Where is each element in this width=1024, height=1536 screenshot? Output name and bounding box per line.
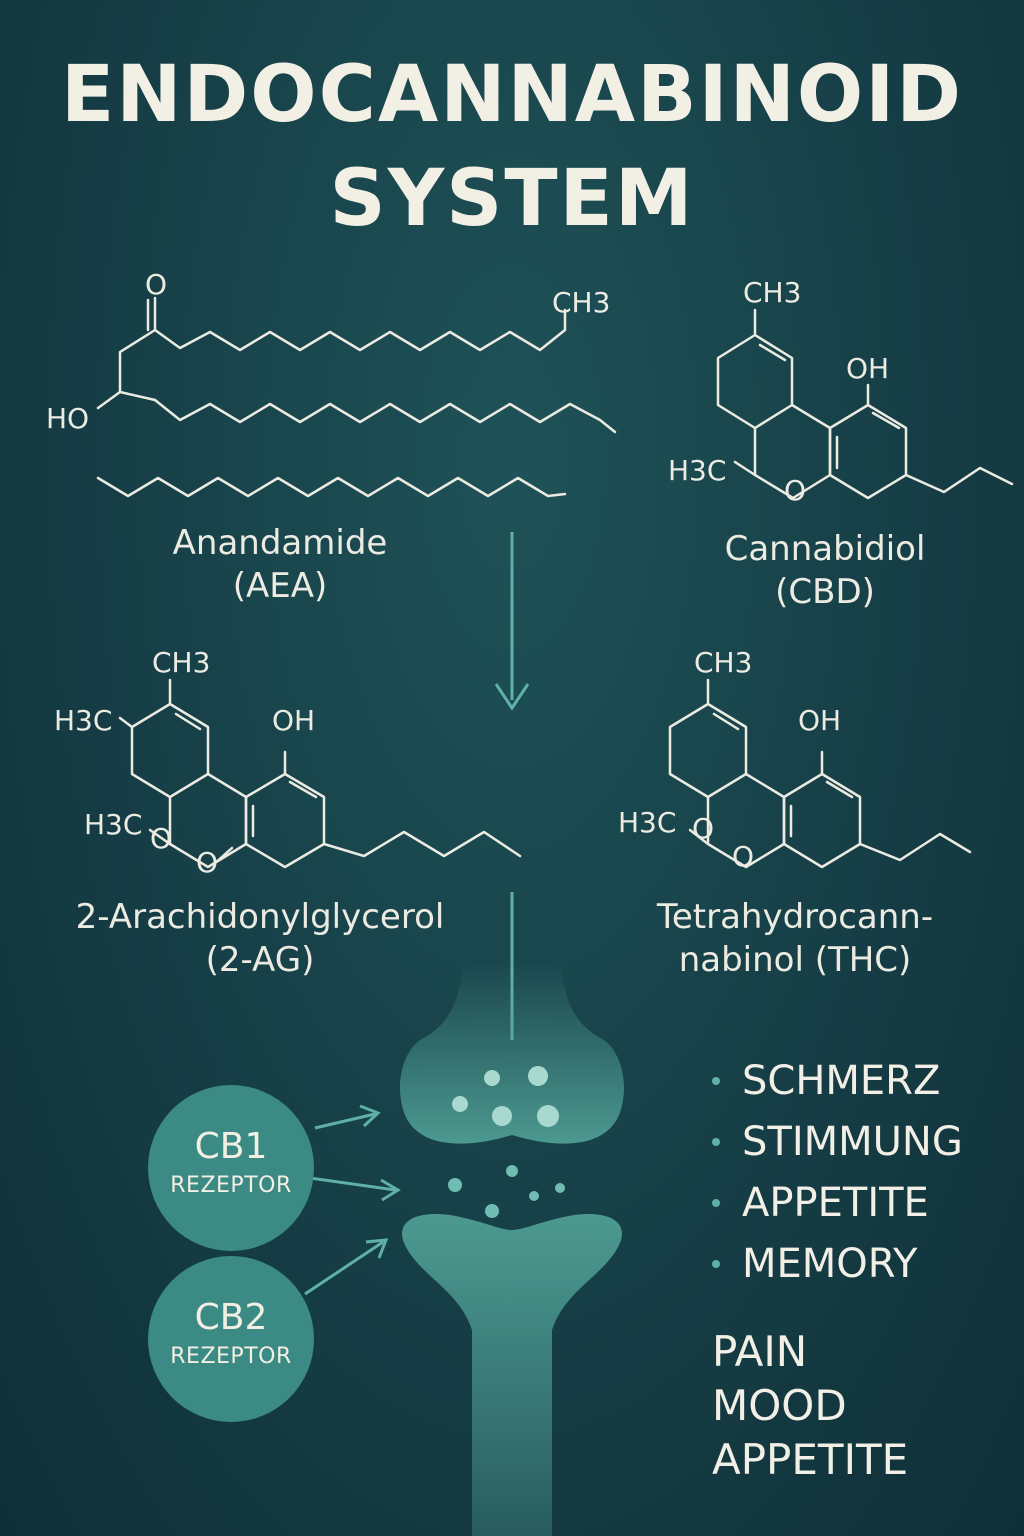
title-line-1: ENDOCANNABINOID xyxy=(61,50,963,140)
cbd-ch3-label: CH3 xyxy=(743,276,801,309)
anandamide-o-label: O xyxy=(145,268,167,301)
two-ag-ch3-label: CH3 xyxy=(152,646,210,679)
two-ag-structure: CH3 H3C OH H3C O O xyxy=(54,646,522,879)
cb1-receptor: CB1 REZEPTOR xyxy=(148,1085,314,1251)
two-ag-h3c-bottom-label: H3C xyxy=(84,808,142,841)
cb2-code: CB2 xyxy=(194,1297,268,1338)
effect-label: STIMMUNG xyxy=(742,1118,963,1165)
cb1-code: CB1 xyxy=(194,1126,268,1167)
bullet-icon xyxy=(712,1198,720,1207)
effect-label: MEMORY xyxy=(742,1240,918,1287)
thc-structure: CH3 OH H3C O O xyxy=(618,646,972,873)
anandamide-ch3-label: CH3 xyxy=(552,286,610,319)
effects-list: SCHMERZ STIMMUNG APPETITE MEMORY xyxy=(712,1050,963,1294)
effect-item: SCHMERZ xyxy=(712,1050,963,1111)
effect-item: APPETITE xyxy=(712,1172,963,1233)
effect-label-en: PAIN xyxy=(712,1327,808,1376)
title-line-2: SYSTEM xyxy=(329,154,695,244)
thc-o2-label: O xyxy=(732,840,754,873)
cbd-o-label: O xyxy=(784,474,806,507)
cannabidiol-abbr: (CBD) xyxy=(775,571,875,612)
anandamide-ho-label: HO xyxy=(46,402,89,435)
cbd-oh-label: OH xyxy=(846,352,889,385)
anandamide-abbr: (AEA) xyxy=(232,565,328,606)
cb2-receptor: CB2 REZEPTOR xyxy=(148,1256,314,1422)
two-ag-h3c-top-label: H3C xyxy=(54,704,112,737)
bullet-icon xyxy=(712,1137,720,1146)
bullet-icon xyxy=(712,1076,720,1085)
two-ag-title: 2-Arachidonylglycerol xyxy=(75,897,445,937)
thc-oh-label: OH xyxy=(798,704,841,737)
thc-ch3-label: CH3 xyxy=(694,646,752,679)
thc-title-line-2: nabinol (THC) xyxy=(678,939,912,980)
cb1-label: REZEPTOR xyxy=(170,1172,292,1198)
cbd-h3c-label: H3C xyxy=(668,454,726,487)
thc-name: Tetrahydrocann- nabinol (THC) xyxy=(620,896,970,981)
cannabidiol-title: Cannabidiol xyxy=(724,529,926,569)
two-ag-name: 2-Arachidonylglycerol (2-AG) xyxy=(40,896,480,981)
cb2-label: REZEPTOR xyxy=(170,1343,292,1369)
thc-h3c-label: H3C xyxy=(618,806,676,839)
effect-item: MEMORY xyxy=(712,1233,963,1294)
effect-item: STIMMUNG xyxy=(712,1111,963,1172)
thc-o-label: O xyxy=(692,812,714,845)
thc-title-line-1: Tetrahydrocann- xyxy=(656,897,934,937)
two-ag-oh-label: OH xyxy=(272,704,315,737)
two-ag-abbr: (2-AG) xyxy=(205,939,315,980)
effect-label: APPETITE xyxy=(742,1179,929,1226)
cannabidiol-structure: CH3 OH H3C O xyxy=(668,276,1014,507)
anandamide-structure: O HO CH3 xyxy=(46,268,617,498)
effect-label: SCHMERZ xyxy=(742,1057,941,1104)
effect-label-en: APPETITE xyxy=(712,1435,909,1484)
two-ag-o-label: O xyxy=(150,822,172,855)
anandamide-name: Anandamide (AEA) xyxy=(120,522,440,607)
two-ag-o2-label: O xyxy=(196,846,218,879)
effect-label-en: MOOD xyxy=(712,1381,847,1430)
anandamide-title: Anandamide xyxy=(172,523,388,563)
cannabidiol-name: Cannabidiol (CBD) xyxy=(660,528,990,613)
bullet-icon xyxy=(712,1259,720,1268)
effects-list-english: PAIN MOOD APPETITE xyxy=(712,1325,908,1487)
